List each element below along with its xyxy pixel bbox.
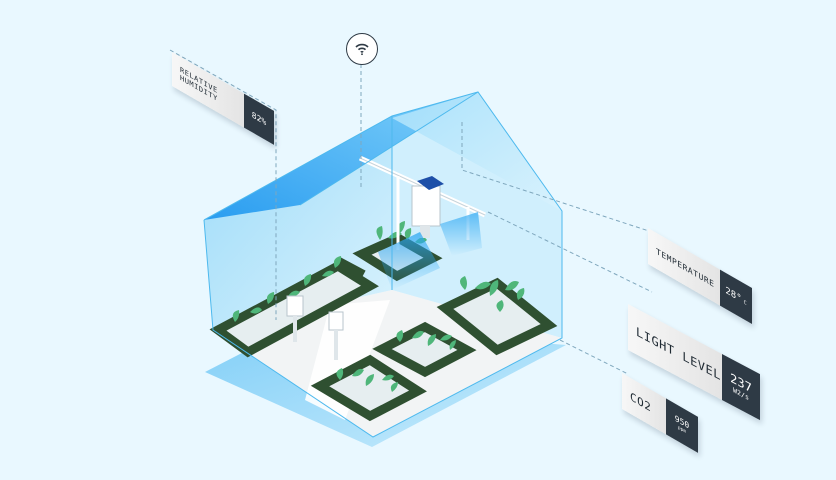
plant-icon	[460, 276, 525, 312]
sensor-posts	[286, 295, 344, 360]
temperature-unit: C	[743, 298, 747, 307]
irrigation-rig	[358, 155, 487, 290]
planting-bed-right-back	[436, 277, 558, 356]
solar-panel-icon	[417, 176, 444, 190]
greenhouse-outline	[203, 91, 563, 438]
temperature-leader	[461, 122, 653, 233]
bed-divider	[334, 256, 366, 280]
humidity-leader	[169, 49, 277, 320]
humidity-value: 82%	[251, 110, 267, 128]
mist-spray	[440, 212, 482, 256]
temperature-value: 28°	[725, 285, 742, 305]
planting-bed-front	[310, 354, 427, 422]
planting-bed-center	[372, 321, 477, 378]
plant-icon	[396, 330, 456, 350]
co2-leader	[559, 339, 629, 375]
callout-lines	[169, 49, 653, 375]
light-leader	[487, 211, 653, 293]
roof-right-panel	[392, 92, 562, 211]
wifi-icon	[355, 43, 369, 56]
wifi-badge	[346, 33, 378, 65]
mist-spray	[378, 232, 440, 290]
plant-icon	[336, 368, 398, 392]
